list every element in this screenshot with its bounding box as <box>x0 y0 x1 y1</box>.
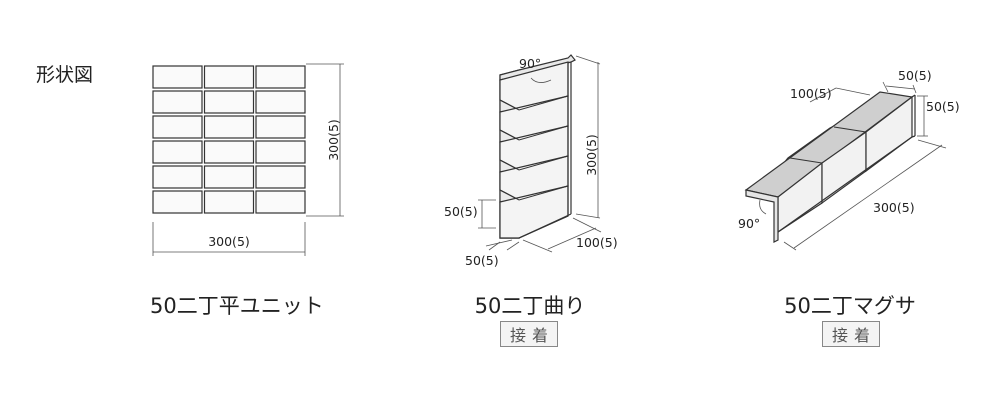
grid-tile <box>203 165 255 189</box>
grid-tile <box>152 90 203 114</box>
lintel-side-tiles <box>777 95 913 234</box>
flat-unit-width-label: 300(5) <box>208 234 250 249</box>
corner-angle-label: 90° <box>519 56 541 71</box>
grid-tile <box>203 65 255 89</box>
grid-tile <box>203 190 255 214</box>
flat-unit-width-dimension <box>152 222 306 256</box>
lintel-unit-drawing <box>744 91 916 243</box>
grid-tile <box>152 140 203 164</box>
grid-tile <box>203 90 255 114</box>
lintel-top-width-label: 50(5) <box>898 68 932 83</box>
lintel-angle-label: 90° <box>738 216 760 231</box>
lintel-end-depth-label: 100(5) <box>790 86 832 101</box>
grid-tile <box>255 140 306 164</box>
corner-thickness-label: 50(5) <box>444 204 478 219</box>
corner-front-width-label: 50(5) <box>465 253 499 268</box>
section-title: 形状図 <box>36 64 94 86</box>
corner-unit-badge: 接着 <box>500 321 558 347</box>
grid-tile <box>255 190 306 214</box>
grid-tile <box>152 115 203 139</box>
lintel-unit-caption: 50二丁マグサ <box>784 294 916 318</box>
corner-unit-caption: 50二丁曲り <box>474 294 586 318</box>
corner-side-tiles <box>499 61 569 239</box>
corner-unit-drawing <box>499 54 576 239</box>
lintel-unit-badge: 接着 <box>822 321 880 347</box>
flat-unit-height-dimension <box>306 63 344 217</box>
grid-tile <box>203 140 255 164</box>
grid-tile <box>255 115 306 139</box>
tile-grid <box>152 65 306 214</box>
lintel-length-label: 300(5) <box>873 200 915 215</box>
lintel-tile-dividers <box>789 126 867 164</box>
grid-tile <box>203 115 255 139</box>
lintel-end-profile <box>745 189 779 243</box>
grid-tile <box>152 190 203 214</box>
flat-unit-caption: 50二丁平ユニット <box>150 294 324 318</box>
lintel-dimensions <box>759 81 947 251</box>
grid-tile <box>152 165 203 189</box>
grid-tile <box>255 165 306 189</box>
lintel-side-height-label: 50(5) <box>926 99 960 114</box>
corner-dimensions <box>478 55 602 253</box>
flat-unit-drawing: 300(5) 300(5) <box>152 63 344 256</box>
corner-depth-label: 100(5) <box>576 235 618 250</box>
flat-unit-height-label: 300(5) <box>326 119 341 161</box>
grid-tile <box>255 90 306 114</box>
corner-height-label: 300(5) <box>584 134 599 176</box>
grid-tile <box>255 65 306 89</box>
grid-tile <box>152 65 203 89</box>
